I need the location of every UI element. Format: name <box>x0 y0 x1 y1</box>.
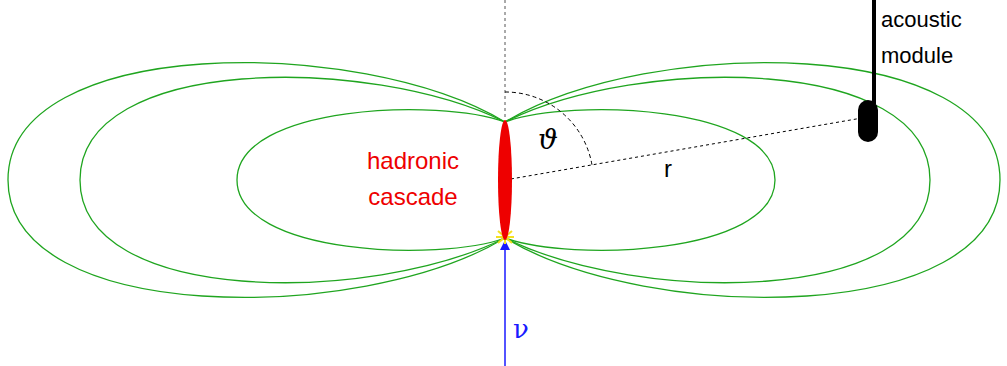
neutrino-symbol: ν <box>513 314 529 344</box>
neutrino-arrow <box>504 241 506 366</box>
distance-symbol: r <box>664 155 672 183</box>
pressure-lobes <box>8 63 1000 298</box>
module-cable <box>872 0 876 104</box>
cascade-label: hadronic cascade <box>338 143 488 215</box>
acoustic-module-symbol <box>858 100 878 142</box>
angle-arc <box>505 92 592 165</box>
axis-line <box>505 0 506 120</box>
module-label: acoustic module <box>881 2 991 74</box>
angle-symbol: ϑ <box>538 124 558 156</box>
cascade-shape <box>498 120 512 240</box>
distance-line <box>505 118 862 180</box>
